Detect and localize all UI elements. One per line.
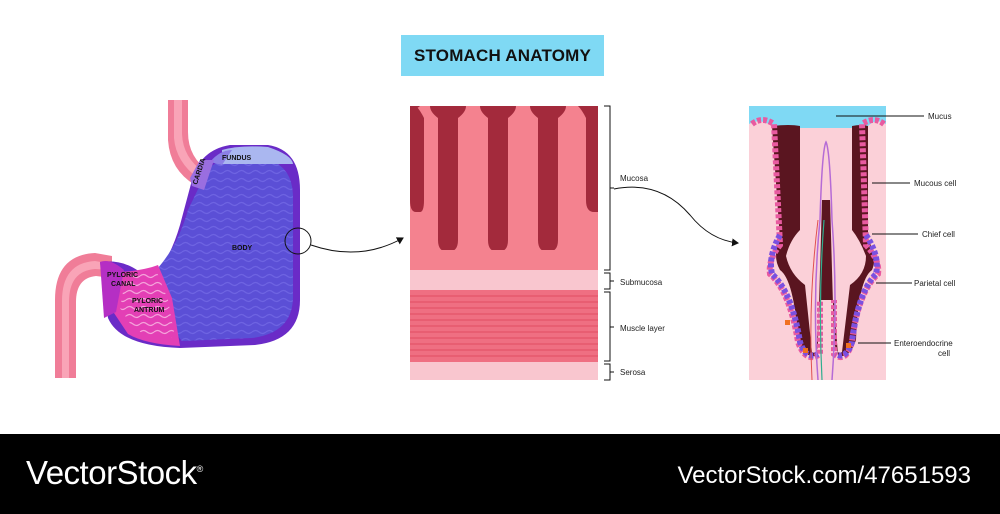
pyloric-canal [100,261,124,318]
label-mucosa: Mucosa [620,174,649,183]
artery [814,140,836,380]
mucus-layer [749,106,886,128]
gastric-pits [410,106,598,252]
arrow-to-wall [310,237,404,253]
gland-callouts [836,115,924,344]
anatomy-illustration: FUNDUS CARDIA BODY PYLORIC CANAL PYLORIC… [55,100,956,381]
arrow-to-gland [613,186,739,247]
label-mucous-cell: Mucous cell [914,179,956,188]
serosa-layer [410,362,598,380]
label-fundus: FUNDUS [222,155,251,162]
label-pyloric-canal-2: CANAL [111,281,136,288]
capillary-green [819,219,825,380]
cardia [190,160,214,190]
enteroendocrine-cell-3 [785,320,790,325]
label-enteroendocrine-1: Enteroendocrine [894,339,953,348]
stomach-wall-section [410,106,598,380]
label-chief-cell: Chief cell [922,230,955,239]
layer-brackets [604,105,614,381]
footer-brand[interactable]: VectorStock® [26,454,203,492]
muscle-layer [410,290,598,362]
label-serosa: Serosa [620,368,646,377]
registered-mark: ® [196,464,204,474]
label-pyloric-antrum-1: PYLORIC [132,298,163,305]
label-submucosa: Submucosa [620,278,663,287]
label-muscle-layer: Muscle layer [620,324,665,333]
label-mucus: Mucus [928,112,952,121]
label-enteroendocrine-2: cell [938,349,950,358]
page-title: STOMACH ANATOMY [401,35,604,76]
diagram-stage: FUNDUS CARDIA BODY PYLORIC CANAL PYLORIC… [55,35,956,381]
label-pyloric-canal-1: PYLORIC [107,272,138,279]
footer-url[interactable]: VectorStock.com/47651593 [677,462,971,489]
footer-brand-text: VectorStock [26,454,197,491]
label-parietal-cell: Parietal cell [914,279,956,288]
stomach [55,100,312,378]
submucosa-layer [410,270,598,290]
detail-circle [284,227,312,255]
enteroendocrine-cell-2 [846,343,851,348]
fundus [222,146,293,164]
enteroendocrine-cell-1 [803,348,808,353]
label-body: BODY [232,245,253,252]
capillary-red [810,219,819,380]
label-pyloric-antrum-2: ANTRUM [134,307,164,314]
watermark-footer: VectorStock® VectorStock.com/47651593 [0,434,1000,514]
gastric-gland [749,106,886,380]
